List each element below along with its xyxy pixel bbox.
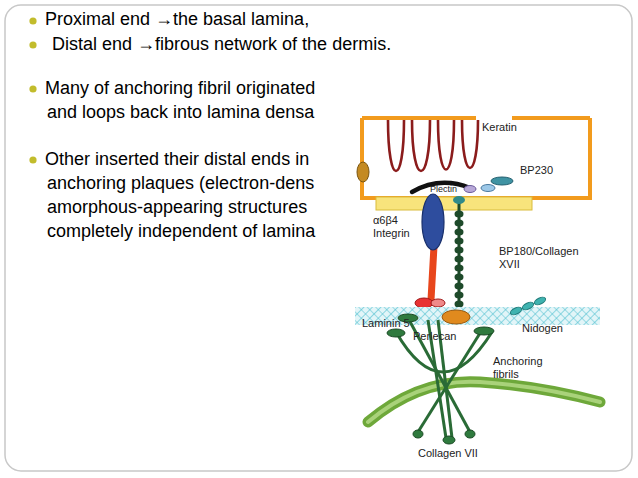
bullet-dot — [29, 41, 36, 48]
bullet-dot — [29, 17, 36, 24]
laminin-end — [431, 299, 445, 307]
hemidesmosome-plaque — [376, 197, 532, 210]
bead — [455, 292, 464, 299]
part-label: Nidogen — [522, 322, 563, 335]
bead — [455, 256, 464, 263]
fibril-end — [387, 329, 405, 337]
bullet-dot — [29, 85, 36, 92]
fibril — [408, 318, 470, 432]
perlecan-oval — [442, 310, 470, 324]
bullet-text: Distal end →fibrous network of the dermi… — [52, 34, 391, 56]
bead — [455, 229, 464, 236]
bullet-text: anchoring plaques (electron-dens — [47, 173, 314, 195]
keratin-loop — [462, 120, 478, 168]
dermal-fibre — [368, 382, 600, 422]
collagen-xvii-head — [453, 196, 465, 204]
bp230-oval — [481, 185, 495, 192]
fibril-end — [413, 430, 423, 438]
bead — [455, 274, 464, 281]
anchoring-fibrils — [396, 318, 492, 438]
bullet-text: amorphous-appearing structures — [47, 197, 307, 219]
keratin-loop — [388, 120, 404, 171]
bead — [455, 265, 464, 272]
bead — [455, 211, 464, 218]
plectin-blob — [464, 186, 476, 193]
bead — [455, 247, 464, 254]
fibril-ends — [387, 314, 494, 444]
bullet-dot — [29, 156, 36, 163]
part-label: α6β4 — [373, 214, 398, 227]
part-label: Laminin 5 — [362, 317, 410, 330]
fibril-end — [474, 327, 494, 335]
bullet-text: and loops back into lamina densa — [47, 102, 314, 124]
nidogen-bead — [521, 301, 534, 312]
nidogen-chain — [509, 296, 546, 317]
bead — [455, 220, 464, 227]
keratin-loop — [438, 120, 454, 170]
bead — [455, 283, 464, 290]
part-label: fibrils — [493, 368, 519, 381]
bullet-text: completely independent of lamina — [47, 221, 315, 243]
part-label: Integrin — [373, 227, 410, 240]
part-label: Plectin — [430, 184, 457, 195]
laminin-rod — [431, 246, 434, 300]
slide-frame — [5, 5, 632, 471]
part-label: Keratin — [482, 121, 517, 134]
fibril-end — [465, 430, 475, 438]
part-label: BP230 — [520, 164, 553, 177]
bullet-text: Other inserted their distal ends in — [45, 149, 309, 171]
bead — [455, 301, 464, 308]
integrin-oval — [422, 194, 444, 250]
laminin-end — [415, 298, 433, 308]
keratin-filaments — [388, 120, 478, 171]
part-label: BP180/Collagen — [499, 245, 579, 258]
bullet-text: Many of anchoring fibril originated — [45, 78, 315, 100]
fibril-end — [443, 436, 455, 444]
part-label: Collagen VII — [418, 447, 478, 460]
cell-membrane — [362, 118, 590, 198]
collagen-xvii — [453, 196, 465, 312]
nidogen-bead — [509, 306, 522, 317]
bead — [455, 238, 464, 245]
keratin-loop — [412, 120, 430, 171]
part-label: Perlecan — [413, 330, 456, 343]
membrane-protein — [357, 162, 369, 182]
part-label: XVII — [499, 258, 520, 271]
part-label: Anchoring — [493, 355, 543, 368]
bp230-oval — [491, 177, 513, 185]
nidogen-bead — [533, 296, 546, 307]
dermal-fibre-highlight — [368, 382, 600, 422]
bullet-text: Proximal end →the basal lamina, — [45, 9, 309, 31]
